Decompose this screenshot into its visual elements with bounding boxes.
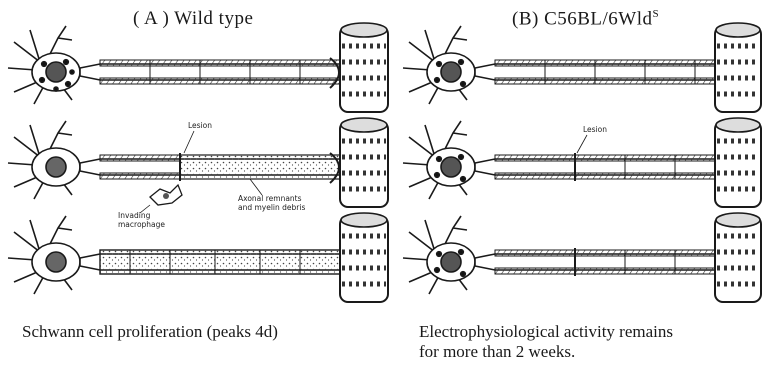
panel-a-neuron-intact: [8, 23, 388, 112]
macrophage-label-line1: Invading: [118, 211, 151, 220]
cell-body: [403, 26, 475, 104]
panel-b-caption-line2: for more than 2 weeks.: [419, 342, 673, 362]
panel-b-neuron-lesioned: Lesion: [403, 118, 761, 207]
muscle-fiber: [715, 23, 761, 112]
panel-b-diagrams: Lesion: [403, 23, 761, 302]
muscle-fiber: [340, 213, 388, 302]
axon-proliferating: [80, 250, 340, 274]
axon: [80, 60, 340, 84]
cell-body: [8, 216, 80, 294]
panel-b-neuron-late: [403, 213, 761, 302]
cell-body: [403, 216, 475, 294]
remnants-label-line2: and myelin debris: [238, 203, 305, 212]
muscle-fiber: [715, 213, 761, 302]
lesion-pointer: [577, 135, 587, 153]
remnants-label-line1: Axonal remnants: [238, 194, 302, 203]
axon: [475, 60, 735, 84]
axon-degenerating: [80, 153, 340, 181]
axon-preserved: [475, 153, 735, 181]
axon-preserved: [475, 248, 735, 276]
cell-body: [8, 121, 80, 199]
panel-b-caption: Electrophysiological activity remains fo…: [419, 322, 673, 362]
macrophage: [150, 185, 182, 205]
muscle-fiber: [330, 23, 388, 112]
panel-b-caption-line1: Electrophysiological activity remains: [419, 322, 673, 342]
panel-a-neuron-lesioned: Lesion Invading macrophage Axonal remnan…: [8, 118, 388, 229]
lesion-label: Lesion: [188, 121, 212, 130]
panel-a-diagrams: Lesion Invading macrophage Axonal remnan…: [8, 23, 388, 302]
macrophage-label-line2: macrophage: [118, 220, 165, 229]
muscle-fiber: [330, 118, 388, 207]
panel-a-caption: Schwann cell proliferation (peaks 4d): [22, 322, 278, 342]
cell-body: [8, 26, 80, 104]
cell-body: [403, 121, 475, 199]
panel-b-lesion-label: Lesion: [583, 125, 607, 134]
panel-b-neuron-intact: [403, 23, 761, 112]
muscle-fiber: [715, 118, 761, 207]
panel-a-neuron-proliferation: [8, 213, 388, 302]
